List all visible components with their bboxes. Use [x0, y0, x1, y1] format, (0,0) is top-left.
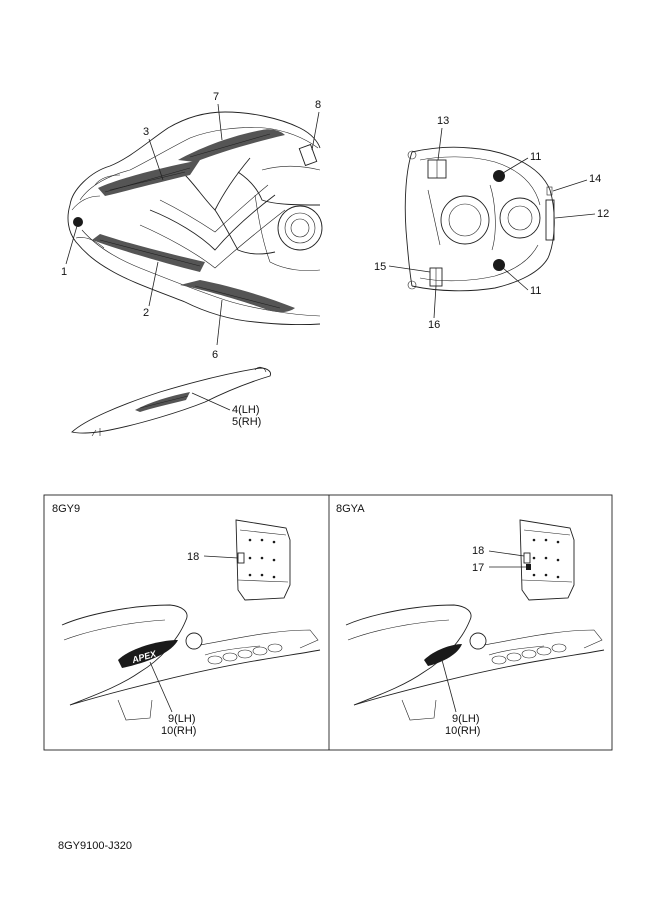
callout-11-upper: 11: [530, 151, 541, 163]
callout-18-right: 18: [472, 545, 484, 557]
rear-cowl-view: [404, 146, 555, 292]
variant-8gy9-panel: 8GY9 18 APEX 9(LH) 10(RH): [52, 503, 321, 737]
hood-callouts: 7 8 3 1 2 6: [61, 91, 321, 361]
callout-11-lower: 11: [530, 285, 541, 297]
variant-frame: [43, 494, 613, 751]
callout-14: 14: [589, 173, 601, 185]
callout-15: 15: [374, 261, 386, 273]
callout-16: 16: [428, 319, 440, 331]
drawing-code: 8GY9100-J320: [58, 840, 132, 852]
hood-top-view: [67, 111, 323, 326]
callout-10-left: 10(RH): [161, 725, 196, 737]
callout-9-right: 9(LH): [452, 713, 480, 725]
callout-3: 3: [143, 126, 149, 138]
side-panel-view: 4(LH) 5(RH): [71, 366, 271, 437]
rear-cowl-callouts: 13 11 14 12 15 11 16: [374, 115, 609, 331]
callout-7: 7: [213, 91, 219, 103]
callout-12: 12: [597, 208, 609, 220]
variant-label-8gya: 8GYA: [336, 503, 365, 515]
callout-1: 1: [61, 266, 67, 278]
callout-10-right: 10(RH): [445, 725, 480, 737]
callout-2: 2: [143, 307, 149, 319]
callout-9-left: 9(LH): [168, 713, 196, 725]
callout-18-left: 18: [187, 551, 199, 563]
callout-5: 5(RH): [232, 416, 261, 428]
callout-17: 17: [472, 562, 484, 574]
callout-6: 6: [212, 349, 218, 361]
variant-8gya-panel: 8GYA 18 17 9(LH) 10(RH): [336, 503, 605, 737]
callout-4: 4(LH): [232, 404, 260, 416]
callout-13: 13: [437, 115, 449, 127]
variant-label-8gy9: 8GY9: [52, 503, 80, 515]
callout-8: 8: [315, 99, 321, 111]
